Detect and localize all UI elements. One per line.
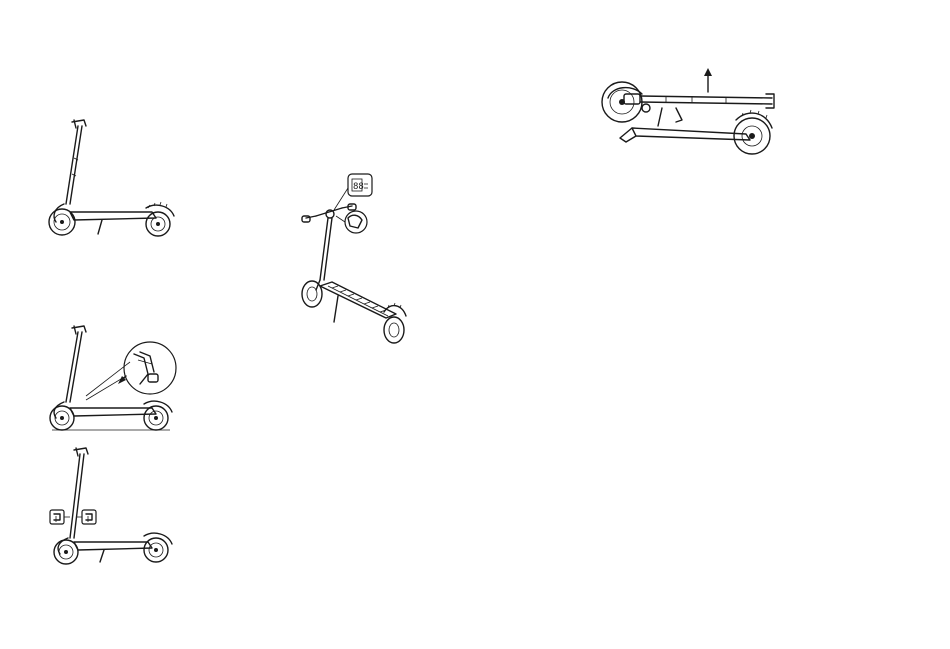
folding-latch-callout-icon [40, 318, 180, 436]
scooter-latch-detail-figure [40, 318, 180, 436]
scooter-brake-levers-figure [48, 444, 178, 566]
scooter-power-on-figure: 88 [298, 170, 418, 348]
display-reading: 88 [353, 182, 364, 192]
unfolded-scooter-figure [40, 112, 180, 242]
folded-scooter-lift-icon [596, 68, 780, 158]
brake-lever-callout-icon [48, 444, 178, 566]
scooter-side-view-icon [40, 112, 180, 242]
power-button-callout-icon: 88 [298, 170, 418, 348]
folded-scooter-figure [596, 68, 780, 158]
